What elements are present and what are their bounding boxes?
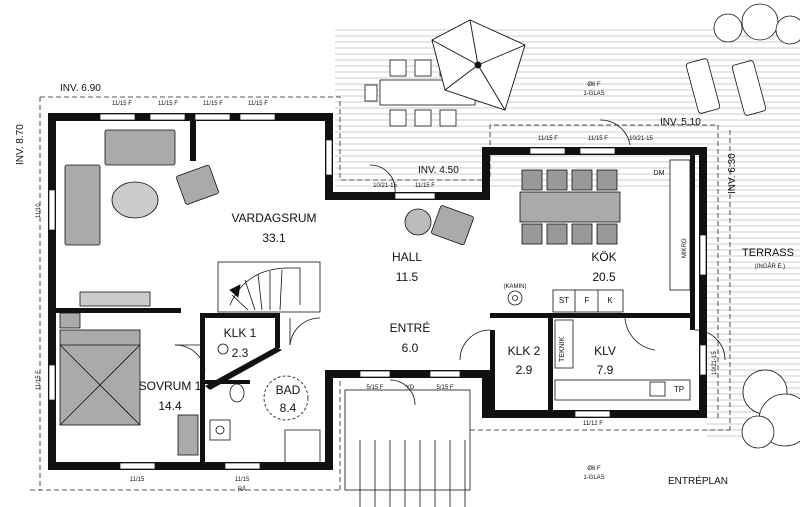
window-tag: Ø6 F — [587, 466, 601, 472]
kitchen-furniture — [519, 159, 691, 401]
window-tag: 11/15 F — [248, 101, 268, 107]
window-tag: 11/10 — [36, 203, 42, 218]
room-name-klk1: KLK 1 — [223, 326, 257, 340]
room-name-entre: ENTRÉ — [389, 321, 431, 335]
window-tag: 1-GLAS — [583, 475, 605, 481]
window-tag: 11/15 — [129, 477, 145, 483]
room-name-sovrum1: SOVRUM 1 — [138, 379, 202, 393]
dimension-inv-630: INV. 6.30 — [727, 153, 738, 194]
bedroom-furniture — [59, 312, 199, 456]
dimension-inv-450: INV. 4.50 — [418, 165, 459, 176]
room-name-klv: KLV — [594, 344, 616, 358]
room-name-vardagsrum: VARDAGSRUM — [231, 211, 317, 225]
appliance-stove: ST — [558, 296, 570, 305]
parasol — [431, 19, 526, 111]
room-area-entre: 6.0 — [401, 341, 419, 355]
window-tag: 11/15 F — [158, 101, 178, 107]
window-tag: 11/15 F — [538, 136, 558, 142]
window-tag: 11/15 F — [112, 101, 132, 107]
dimension-inv-870: INV. 8.70 — [15, 124, 26, 165]
window-tag: 1-GLAS — [583, 91, 605, 97]
plan-title: ENTRÉPLAN — [668, 476, 729, 487]
hall-furniture — [404, 205, 523, 306]
appliance-dm: DM — [653, 170, 665, 177]
room-name-hall: HALL — [391, 250, 423, 264]
bathroom-fixtures — [209, 343, 321, 463]
window-tag: 5/15 F — [366, 385, 384, 391]
room-area-klv: 7.9 — [596, 363, 614, 377]
room-name-klk2: KLK 2 — [507, 344, 541, 358]
dimension-inv-690: INV. 6.90 — [60, 83, 101, 94]
bath-wall — [205, 347, 282, 390]
room-area-klk1: 2.3 — [231, 346, 249, 360]
room-area-hall: 11.5 — [395, 270, 419, 284]
appliance-mikro: MIKRO — [682, 238, 688, 258]
fireplace-label: (KAMIN) — [503, 284, 527, 290]
room-note-terrass: (INGÅR E.) — [754, 264, 786, 270]
door-tag: 10/21-15 — [629, 136, 653, 142]
room-area-klk2: 2.9 — [515, 363, 533, 377]
interior-walls — [56, 121, 695, 463]
room-name-terrass: TERRASS — [742, 247, 794, 259]
room-area-vardagsrum: 33.1 — [262, 231, 286, 245]
staircase — [217, 261, 321, 313]
dimension-inv-510: INV. 5.10 — [660, 117, 701, 128]
window-tag: Ø6 F — [587, 82, 601, 88]
door-swings — [174, 119, 726, 406]
sun-loungers — [685, 58, 767, 116]
window-tag: 11/15 — [234, 477, 250, 483]
window-tag: 5/15 F — [436, 385, 454, 391]
window-tag: 11/15 F — [203, 101, 223, 107]
appliance-freezer: K — [607, 296, 613, 305]
room-area-sovrum1: 14.4 — [158, 399, 182, 413]
living-room-furniture — [64, 129, 219, 307]
door-tag: 10/21-15 — [373, 183, 397, 189]
room-area-kok: 20.5 — [592, 270, 616, 284]
trees — [713, 3, 800, 449]
room-area-bad: 8.4 — [279, 401, 297, 415]
window-tag: 11/12 F — [583, 421, 603, 427]
window-tag: 11/15 F — [415, 183, 435, 189]
window-tag: 11/15 F — [36, 370, 42, 390]
door-tag: YD — [405, 385, 415, 391]
appliance-teknik: TEKNIK — [559, 336, 566, 362]
appliance-fridge: F — [584, 296, 590, 305]
door-tag: 10/21-15 — [712, 351, 718, 375]
room-name-kok: KÖK — [591, 250, 617, 264]
appliance-tp: TP — [673, 385, 685, 394]
entrance-steps — [344, 389, 471, 507]
window-tag: 11/15 F — [588, 136, 608, 142]
room-name-bad: BAD — [275, 383, 301, 397]
window-tag: RÅ — [237, 487, 247, 493]
windows — [48, 113, 707, 470]
